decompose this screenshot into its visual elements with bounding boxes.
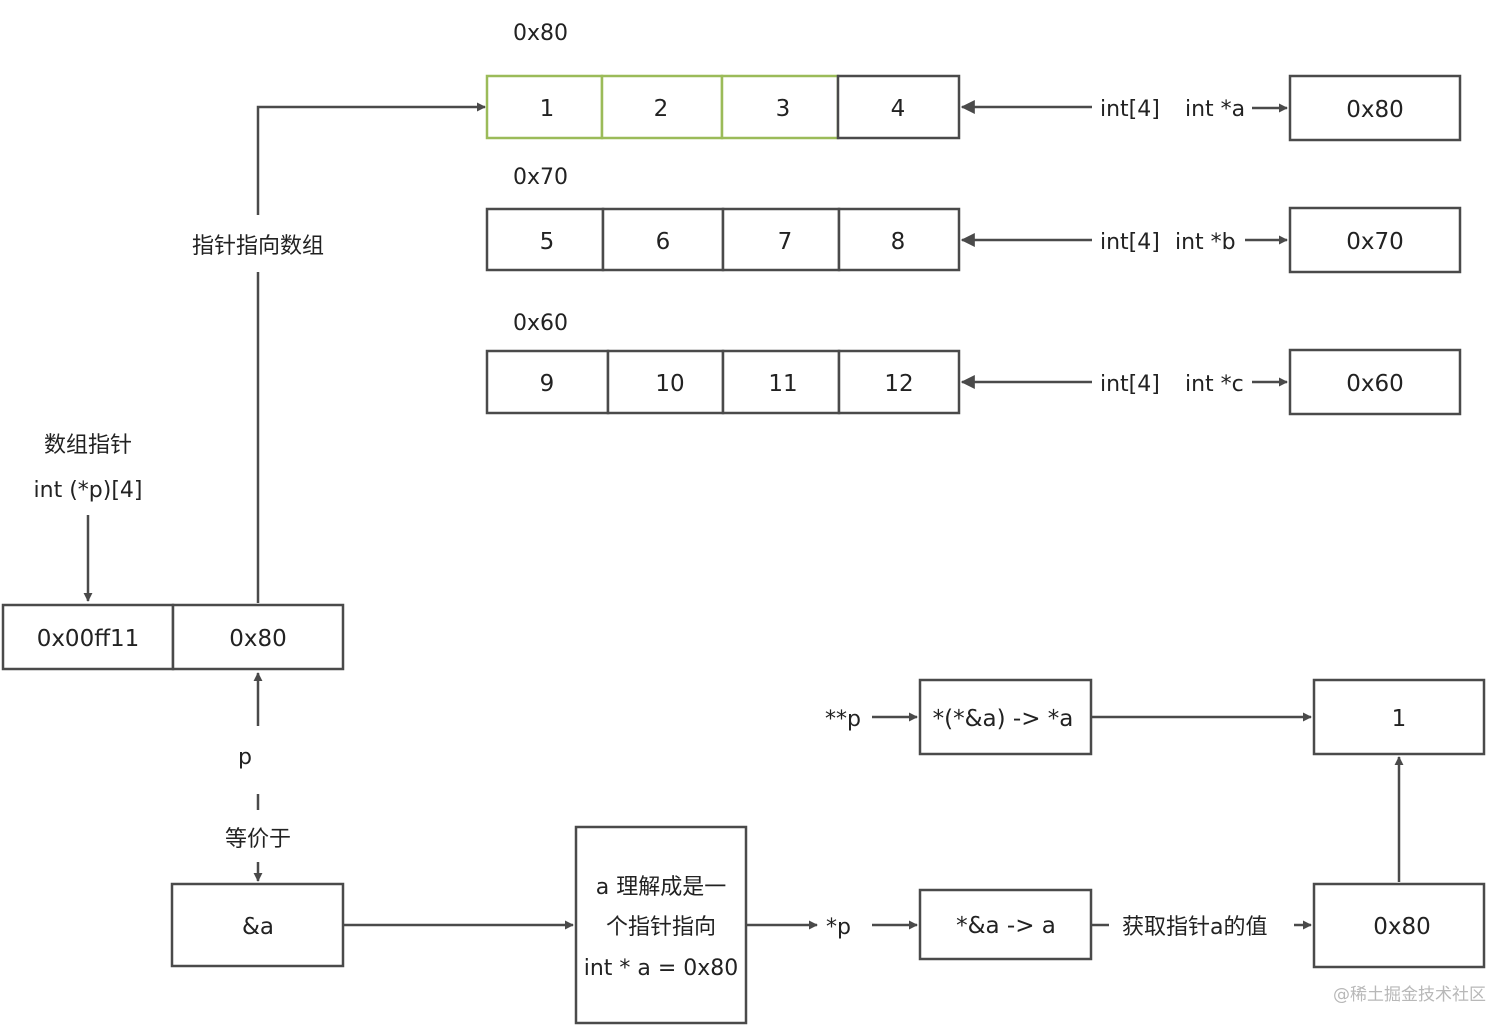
array-pointer-box: 0x00ff11 0x80 [1, 603, 345, 671]
array-1-cell-1 [601, 207, 725, 272]
array-0-pointer-value: 0x80 [1346, 97, 1404, 123]
deref-a-box [918, 888, 1093, 961]
array-1-type-label: int[4] [1100, 230, 1160, 255]
address-of-a-box [170, 882, 345, 968]
array-2-cell-2 [721, 349, 841, 415]
array-2-address: 0x60 [513, 311, 568, 336]
array-pointer-cell-1 [171, 603, 345, 671]
array-1-pointer-label: int *b [1175, 230, 1236, 255]
array-0-value-2: 3 [776, 96, 791, 122]
pointer-a-value: 0x80 [1373, 914, 1431, 940]
array-pointer-cell-0 [1, 603, 175, 671]
points-to-array-arrow [256, 102, 486, 215]
array-0-cell-0 [485, 74, 604, 140]
array-1-value-0: 5 [540, 229, 555, 255]
array-1-pointer-box [1288, 206, 1462, 274]
address-of-a-label: &a [242, 914, 274, 940]
points-to-array-label: 指针指向数组 [192, 234, 324, 259]
array-1-value-2: 7 [778, 229, 793, 255]
double-deref-label: **p [825, 707, 861, 732]
watermark: @稀土掘金技术社区 [1333, 985, 1486, 1005]
array-1-address: 0x70 [513, 165, 568, 190]
array-0-type-label: int[4] [1100, 97, 1160, 122]
double-deref-result: 1 [1392, 706, 1407, 732]
array-1-cell-2 [721, 207, 841, 272]
array-0-value-1: 2 [654, 96, 669, 122]
deref-p-label: *p [826, 915, 851, 940]
array-2-pointer-label: int *c [1185, 372, 1244, 397]
array-1-cell-3 [837, 207, 961, 272]
equivalence-label: 等价于 [225, 827, 291, 852]
array-2-cell-3 [837, 349, 961, 415]
array-0-value-3: 4 [891, 96, 906, 122]
array-2-type-label: int[4] [1100, 372, 1160, 397]
get-value-label: 获取指针a的值 [1122, 915, 1267, 940]
p-label: p [238, 745, 252, 770]
array-pointer-value: 0x80 [229, 626, 287, 652]
array-1: 5 6 7 8 [485, 207, 961, 272]
array-pointer-declaration: int (*p)[4] [34, 478, 143, 503]
array-2-cell-0 [485, 349, 610, 415]
array-2-cell-1 [606, 349, 725, 415]
array-0-pointer-label: int *a [1185, 97, 1245, 122]
array-1-cell-0 [485, 207, 605, 272]
array-1-pointer-value: 0x70 [1346, 229, 1404, 255]
explanation-line-3: int * a = 0x80 [584, 956, 739, 981]
array-0: 1 2 3 4 [485, 74, 961, 140]
array-2-value-3: 12 [884, 371, 913, 397]
array-2: 9 10 11 12 [485, 349, 961, 415]
array-pointer-title: 数组指针 [44, 433, 132, 458]
array-2-pointer-box [1288, 348, 1462, 416]
array-0-cell-2 [720, 74, 840, 140]
array-1-value-3: 8 [891, 229, 906, 255]
array-0-value-0: 1 [540, 96, 555, 122]
array-0-pointer-box [1288, 74, 1462, 142]
pointer-a-value-box [1312, 882, 1486, 969]
array-0-address: 0x80 [513, 21, 568, 46]
explanation-line-2: 个指针指向 [606, 915, 716, 940]
double-deref-text: *(*&a) -> *a [933, 706, 1074, 732]
array-2-value-1: 10 [655, 371, 684, 397]
array-2-pointer-value: 0x60 [1346, 371, 1404, 397]
explanation-line-1: a 理解成是一 [596, 875, 726, 900]
double-deref-result-box [1312, 678, 1486, 756]
double-deref-box [918, 678, 1093, 756]
array-0-cell-1 [600, 74, 724, 140]
deref-a-text: *&a -> a [956, 913, 1056, 939]
array-pointer-address: 0x00ff11 [37, 626, 140, 652]
array-1-value-1: 6 [656, 229, 671, 255]
array-0-cell-3 [836, 74, 961, 140]
array-2-value-2: 11 [768, 371, 797, 397]
array-2-value-0: 9 [540, 371, 555, 397]
